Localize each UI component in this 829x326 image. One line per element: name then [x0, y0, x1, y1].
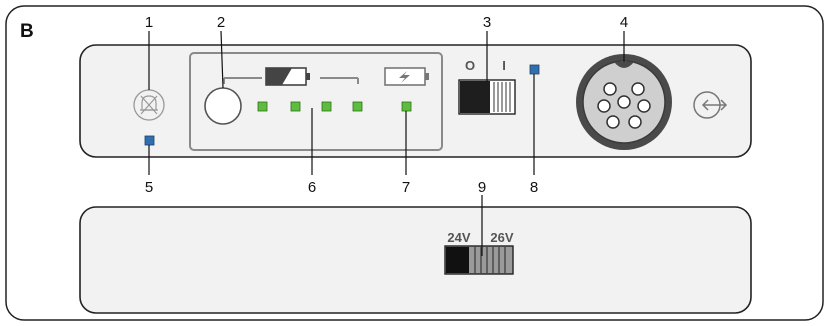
connector-socket-icon — [576, 54, 672, 150]
callout-3: 3 — [483, 14, 491, 31]
callout-1: 1 — [145, 14, 153, 31]
connector-status-led — [529, 64, 540, 75]
callout-leaders — [148, 30, 625, 256]
callout-5: 5 — [145, 179, 153, 196]
callout-4: 4 — [620, 14, 628, 31]
panel-label: B — [20, 21, 34, 42]
battery-led-2 — [290, 101, 301, 112]
battery-empty-icon — [223, 67, 359, 86]
charging-led — [401, 101, 412, 112]
top-panel — [79, 44, 752, 158]
callout-6: 6 — [308, 179, 316, 196]
power-switch[interactable] — [458, 79, 516, 115]
callout-7: 7 — [402, 179, 410, 196]
power-off-label: O — [465, 58, 475, 73]
voltage-switch[interactable] — [444, 245, 514, 275]
power-on-label: I — [502, 58, 506, 73]
callout-2: 2 — [217, 14, 225, 31]
battery-led-4 — [352, 101, 363, 112]
voltage-26v-label: 26V — [490, 230, 513, 245]
alarm-mute-icon — [133, 89, 165, 121]
battery-led-3 — [321, 101, 332, 112]
round-button[interactable] — [204, 87, 242, 125]
alarm-status-led — [144, 135, 155, 146]
voltage-24v-label: 24V — [447, 230, 470, 245]
port-arrow-icon — [693, 91, 728, 119]
callout-9: 9 — [478, 179, 486, 196]
callout-8: 8 — [530, 179, 538, 196]
battery-led-1 — [257, 101, 268, 112]
battery-charging-icon — [384, 67, 429, 86]
battery-level-leds — [257, 101, 363, 112]
indicator-display-box — [189, 52, 443, 151]
bottom-panel — [79, 206, 752, 314]
